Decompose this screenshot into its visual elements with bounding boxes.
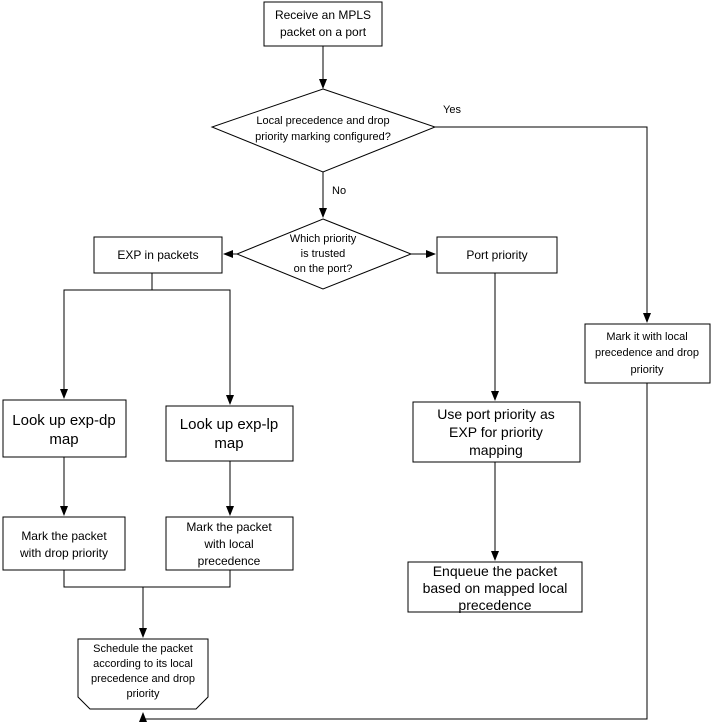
decision-trust-line-1: Which priority	[290, 233, 357, 245]
exp-in-packets-box: EXP in packets	[93, 236, 223, 274]
mark-local-box: Mark it with local precedence and drop p…	[584, 323, 711, 384]
use-port-priority-line-2: EXP for priority	[449, 424, 543, 440]
start-line-2: packet on a port	[280, 25, 367, 39]
lookup-lp-line-2: map	[214, 435, 243, 452]
lookup-dp-box: Look up exp-dp map	[2, 399, 127, 458]
decision-trust: Which priority is trusted on the port?	[235, 218, 413, 290]
mark-drop-line-2: with drop priority	[19, 546, 108, 560]
mark-local-line-1: Mark it with local	[606, 331, 687, 343]
mark-local-prec-line-1: Mark the packet	[186, 520, 272, 534]
lookup-lp-box: Look up exp-lp map	[165, 405, 294, 462]
enqueue-box: Enqueue the packet based on mapped local…	[407, 561, 583, 613]
mark-drop-box: Mark the packet with drop priority	[2, 516, 126, 571]
schedule-line-2: according to its local	[93, 658, 193, 670]
lookup-dp-line-1: Look up exp-dp	[12, 412, 115, 429]
use-port-priority-line-3: mapping	[469, 442, 523, 458]
connectors	[60, 46, 651, 722]
arrow-exp-to-lp	[152, 289, 234, 405]
arrow-exp-to-dp	[60, 273, 153, 399]
decision-configured-line-1: Local precedence and drop	[256, 115, 389, 127]
use-port-priority-line-1: Use port priority as	[437, 406, 554, 422]
merge-marks	[63, 570, 231, 588]
decision-configured-line-2: priority marking configured?	[255, 131, 391, 143]
lookup-dp-line-2: map	[49, 431, 78, 448]
decision-trust-line-2: is trusted	[301, 248, 346, 260]
enqueue-line-3: precedence	[458, 597, 531, 613]
enqueue-line-1: Enqueue the packet	[433, 563, 558, 579]
schedule-line-4: priority	[126, 688, 160, 700]
arrow-yes-to-mark	[435, 126, 651, 323]
decision-configured: Local precedence and drop priority marki…	[210, 88, 437, 173]
mark-local-prec-box: Mark the packet with local precedence	[165, 516, 294, 571]
arrow-mark-to-schedule	[139, 383, 648, 722]
mark-local-line-3: priority	[630, 364, 664, 376]
port-priority-label: Port priority	[466, 248, 527, 262]
yes-label: Yes	[443, 104, 461, 116]
port-priority-box: Port priority	[436, 236, 558, 274]
enqueue-line-2: based on mapped local	[423, 580, 568, 596]
no-label: No	[332, 185, 346, 197]
mark-local-line-2: precedence and drop	[595, 347, 699, 359]
mark-local-prec-line-3: precedence	[198, 554, 261, 568]
start-box: Receive an MPLS packet on a port	[263, 1, 383, 47]
mark-drop-line-1: Mark the packet	[21, 529, 107, 543]
use-port-priority-box: Use port priority as EXP for priority ma…	[412, 401, 581, 463]
exp-in-packets-label: EXP in packets	[117, 248, 198, 262]
schedule-line-3: precedence and drop	[91, 673, 195, 685]
mark-local-prec-line-2: with local	[203, 537, 253, 551]
start-line-1: Receive an MPLS	[275, 8, 371, 22]
lookup-lp-line-1: Look up exp-lp	[180, 416, 278, 433]
schedule-box: Schedule the packet according to its loc…	[77, 638, 209, 710]
schedule-line-1: Schedule the packet	[93, 643, 193, 655]
decision-trust-line-3: on the port?	[294, 263, 353, 275]
